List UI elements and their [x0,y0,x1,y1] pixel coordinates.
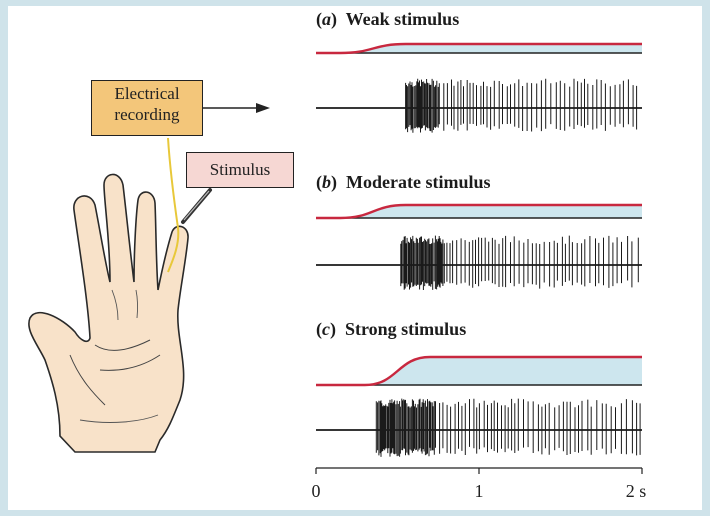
finger-crease [111,289,119,321]
hand-illustration [28,173,189,453]
panel-b-title-text: Moderate stimulus [346,172,491,192]
palm-crease [94,339,151,351]
panel-b-stimulus-line [316,203,642,220]
time-axis-tick-label: 2 s [626,481,647,501]
finger-crease [135,289,139,319]
stimulus-label: Stimulus [186,152,294,188]
panel-c-stimulus-line [316,355,642,387]
time-axis-tick-label: 0 [312,481,321,501]
panel-a-spike-train [405,78,638,133]
panel-a-stimulus-fill [316,44,642,53]
panel-b-stimulus-fill [316,205,642,218]
panel-c-spike-train [375,398,641,457]
panel-c-title: (c) Strong stimulus [316,319,467,339]
panel-b-letter: b [322,172,331,192]
panel-a-stimulus-line [316,42,642,55]
panel-a-title: (a) Weak stimulus [316,9,460,29]
time-axis-tick-label: 1 [475,481,484,501]
stimulus-probe-highlight [183,190,210,221]
palm-crease [99,354,161,371]
hand-outline [28,173,189,453]
arrow-head-icon [256,103,270,113]
panel-c-title-text: Strong stimulus [345,319,467,339]
panel-a-letter: a [322,9,331,29]
wrist-crease [79,414,159,423]
stimulus-text: Stimulus [209,160,271,179]
time-axis: 0 1 2 s [312,467,647,501]
thumb-crease [69,354,106,406]
panel-b-title: (b) Moderate stimulus [316,172,491,192]
panel-a-title-text: Weak stimulus [345,9,460,29]
recording-nerve-wire [167,137,180,273]
electrical-recording-label: Electrical recording [91,80,203,136]
electrical-recording-text: Electrical recording [114,84,180,124]
panel-c-letter: c [322,319,330,339]
panel-c-stimulus-fill [316,357,642,385]
panel-b-spike-train [400,235,639,290]
stimulus-panels [316,42,642,457]
